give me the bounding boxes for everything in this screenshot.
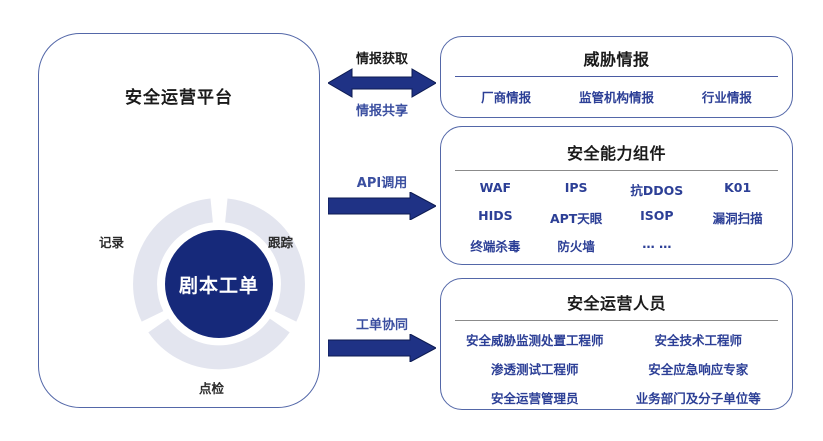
item-emergency-response-expert[interactable]: 安全应急响应专家 [648, 362, 749, 377]
donut-chart-svg [133, 198, 305, 370]
arrow-label-intel-acquire: 情报获取 [355, 52, 408, 67]
donut-center-disc [165, 230, 273, 338]
arrow-label-api-call: API调用 [356, 176, 408, 191]
arrow-label-intel-share: 情报共享 [355, 104, 408, 119]
panel-divider [455, 76, 778, 77]
item-threat-monitoring-engineer[interactable]: 安全威胁监测处置工程师 [465, 333, 604, 348]
ring-label-record: 记录 [99, 235, 125, 250]
playbook-ticket-donut: 剧本工单 [131, 196, 307, 372]
item-row: 安全运营管理员 业务部门及分子单位等 [453, 388, 780, 407]
item-row: HIDS APT天眼 ISOP 漏洞扫描 [455, 208, 778, 227]
arrow-ticket-collaboration: 工单协同 [328, 318, 436, 362]
item-row: 渗透测试工程师 安全应急响应专家 [453, 359, 780, 378]
capability-item-grid: WAF IPS 抗DDOS K01 HIDS APT天眼 ISOP 漏洞扫描 终… [441, 180, 792, 255]
item-row: 厂商情报 监管机构情报 行业情报 [441, 87, 792, 106]
panel-title-capability: 安全能力组件 [566, 144, 666, 163]
item-waf[interactable]: WAF [479, 180, 512, 195]
item-row: 终端杀毒 防火墙 … … [455, 236, 778, 255]
item-endpoint-antivirus[interactable]: 终端杀毒 [470, 239, 521, 254]
right-arrow-icon [328, 192, 436, 220]
item-operations-administrator[interactable]: 安全运营管理员 [490, 391, 579, 406]
item-isop[interactable]: ISOP [640, 208, 674, 223]
item-ips[interactable]: IPS [564, 180, 588, 195]
item-vendor-intel[interactable]: 厂商情报 [481, 90, 532, 105]
panel-title-threat-intelligence: 威胁情报 [583, 50, 650, 69]
item-anti-ddos[interactable]: 抗DDOS [630, 183, 684, 198]
panel-threat-intelligence: 威胁情报 厂商情报 监管机构情报 行业情报 [440, 36, 793, 118]
panel-security-operations-personnel: 安全运营人员 安全威胁监测处置工程师 安全技术工程师 渗透测试工程师 安全应急响… [440, 278, 793, 410]
arrow-api-call: API调用 [328, 176, 436, 220]
item-ellipsis: … … [642, 236, 672, 251]
item-firewall[interactable]: 防火墙 [557, 239, 595, 254]
item-hids[interactable]: HIDS [478, 208, 513, 223]
item-row: WAF IPS 抗DDOS K01 [455, 180, 778, 199]
item-empty [697, 236, 778, 255]
security-operations-platform-card: 安全运营平台 剧本工单 记录 跟踪 点检 [38, 33, 320, 408]
personnel-item-grid: 安全威胁监测处置工程师 安全技术工程师 渗透测试工程师 安全应急响应专家 安全运… [441, 330, 792, 407]
item-security-technical-engineer[interactable]: 安全技术工程师 [654, 333, 742, 348]
arrow-label-ticket-collab: 工单协同 [355, 318, 408, 333]
item-regulator-intel[interactable]: 监管机构情报 [578, 90, 654, 105]
right-arrow-icon [328, 334, 436, 362]
panel-title-personnel: 安全运营人员 [566, 294, 666, 313]
item-k01[interactable]: K01 [724, 180, 752, 195]
item-apt-tianyan[interactable]: APT天眼 [549, 211, 603, 226]
ring-label-track: 跟踪 [268, 235, 294, 250]
panel-divider [455, 320, 778, 321]
item-row: 安全威胁监测处置工程师 安全技术工程师 [453, 330, 780, 349]
item-business-units[interactable]: 业务部门及分子单位等 [635, 391, 761, 406]
panel-security-capability-components: 安全能力组件 WAF IPS 抗DDOS K01 HIDS APT天眼 ISOP… [440, 126, 793, 265]
item-industry-intel[interactable]: 行业情报 [701, 90, 752, 105]
item-vulnerability-scan[interactable]: 漏洞扫描 [712, 211, 763, 226]
ring-label-check: 点检 [199, 381, 225, 396]
item-penetration-test-engineer[interactable]: 渗透测试工程师 [490, 362, 579, 377]
arrow-threat-intelligence: 情报获取 情报共享 [328, 52, 436, 119]
double-arrow-icon [328, 68, 436, 98]
platform-title: 安全运营平台 [125, 88, 233, 108]
panel-divider [455, 170, 778, 171]
